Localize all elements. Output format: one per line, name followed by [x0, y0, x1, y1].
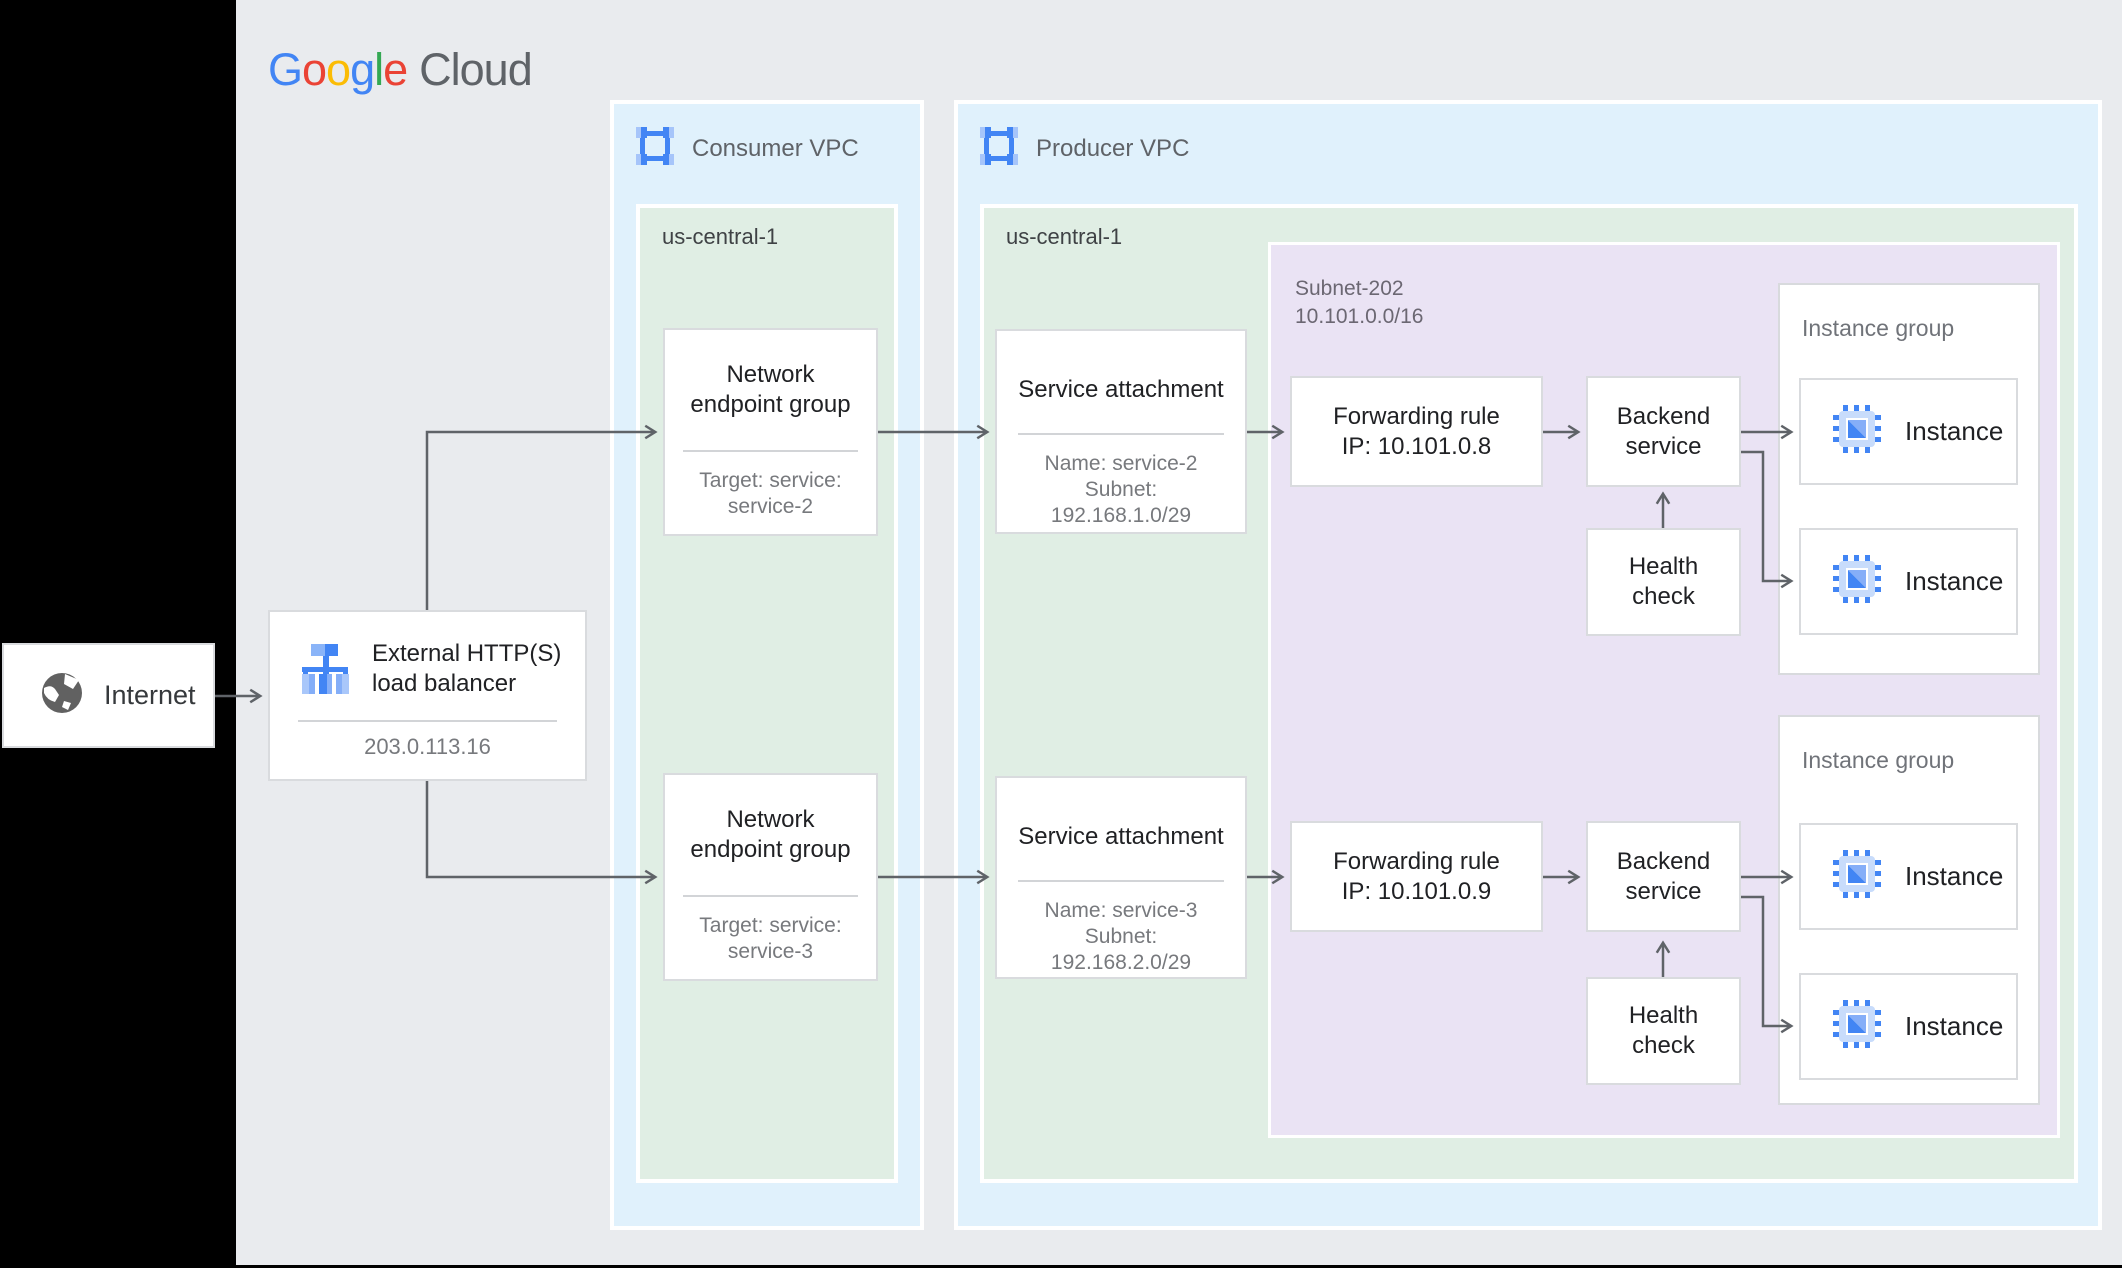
instance-label: Instance [1905, 416, 2004, 446]
divider [683, 450, 858, 452]
load-balancer-ip: 203.0.113.16 [364, 734, 491, 759]
instance-group-2-label: Instance group [1802, 747, 1955, 773]
consumer-vpc-label: Consumer VPC [692, 134, 859, 162]
instance-node: Instance [1799, 528, 2018, 635]
logo-letter: e [383, 44, 408, 95]
divider [683, 895, 858, 897]
vm-instance-icon [1833, 850, 1881, 903]
producer-vpc-header: Producer VPC [980, 127, 1189, 170]
consumer-vpc-header: Consumer VPC [636, 127, 859, 170]
producer-vpc-label: Producer VPC [1036, 134, 1190, 162]
vm-instance-icon [1833, 405, 1881, 458]
divider [298, 720, 557, 722]
divider [1018, 880, 1224, 882]
logo-letter: g [350, 44, 375, 95]
arrow-be2-to-instance4 [1741, 895, 1794, 1034]
logo-letter: G [268, 44, 303, 95]
arrow-lb-to-neg1 [425, 424, 658, 610]
load-balancer-icon [302, 644, 350, 699]
sa-2-title: Service attachment [1018, 823, 1224, 850]
logo-letter: l [374, 44, 384, 95]
consumer-region-label: us-central-1 [662, 224, 779, 249]
neg-2-detail: Target: service:service-3 [699, 914, 842, 963]
instance-label: Instance [1905, 566, 2004, 596]
internet-node: Internet [2, 643, 215, 748]
instance-node: Instance [1799, 823, 2018, 930]
vm-instance-icon [1833, 555, 1881, 608]
instance-node: Instance [1799, 973, 2018, 1080]
arrow-lb-to-neg2 [425, 781, 658, 885]
arrow-be1-to-instance2 [1741, 450, 1794, 589]
instance-label: Instance [1905, 1011, 2004, 1041]
load-balancer-node: External HTTP(S)load balancer 203.0.113.… [268, 610, 587, 781]
instance-node: Instance [1799, 378, 2018, 485]
neg-1-detail: Target: service:service-2 [699, 469, 842, 518]
logo-product-name: Cloud [419, 44, 533, 95]
load-balancer-title: External HTTP(S)load balancer [372, 640, 562, 697]
globe-icon [40, 671, 84, 720]
vpc-icon [636, 127, 674, 170]
logo-letter: o [326, 44, 351, 95]
instance-label: Instance [1905, 861, 2004, 891]
instance-group-1-label: Instance group [1802, 315, 1955, 341]
producer-region-label: us-central-1 [1006, 224, 1123, 249]
internet-label: Internet [104, 680, 196, 710]
sa-1-title: Service attachment [1018, 376, 1224, 403]
vm-instance-icon [1833, 1000, 1881, 1053]
divider [1018, 433, 1224, 435]
logo-letter: o [302, 44, 327, 95]
vpc-icon [980, 127, 1018, 170]
